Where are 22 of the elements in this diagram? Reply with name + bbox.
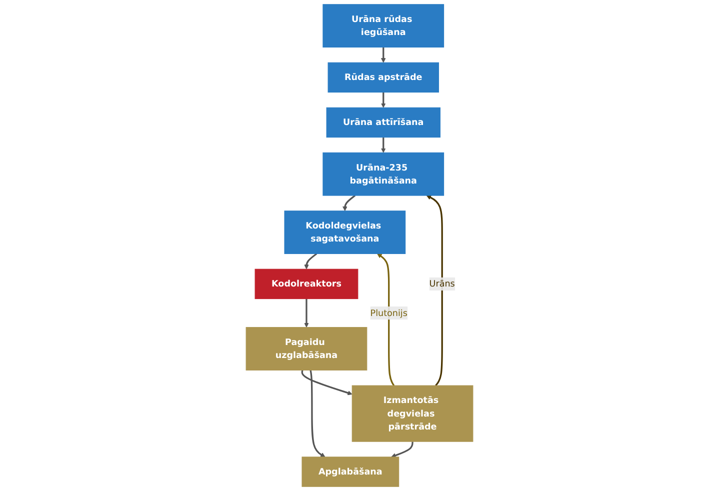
node-box: Urāna attīrīšana xyxy=(326,107,440,138)
arrow xyxy=(310,370,326,458)
edge-label: Urāns xyxy=(429,278,455,289)
arrow xyxy=(380,47,386,63)
arrow xyxy=(391,442,414,458)
arrow xyxy=(304,253,318,270)
arrow xyxy=(426,195,443,386)
node-box: Rūdas apstrāde xyxy=(328,62,439,93)
arrow xyxy=(380,92,386,108)
node-box: Pagaidu uzglabāšana xyxy=(246,327,368,370)
node-box: Apglabāšana xyxy=(302,456,400,487)
node-box: Kodolreaktors xyxy=(254,268,358,300)
node-box: Urāna-235 bagātināšana xyxy=(322,152,444,196)
arrow xyxy=(377,254,395,386)
arrow xyxy=(304,298,309,328)
node-box: Urāna rūdas iegūšana xyxy=(322,4,444,48)
edge-label: Plutonijs xyxy=(370,308,408,318)
arrow xyxy=(301,370,352,396)
node-box: Izmantotās degvielas pārstrāde xyxy=(352,385,474,442)
arrow xyxy=(380,137,386,153)
node-box: Kodoldegvielas sagatavošana xyxy=(284,210,406,254)
arrow xyxy=(342,194,356,212)
